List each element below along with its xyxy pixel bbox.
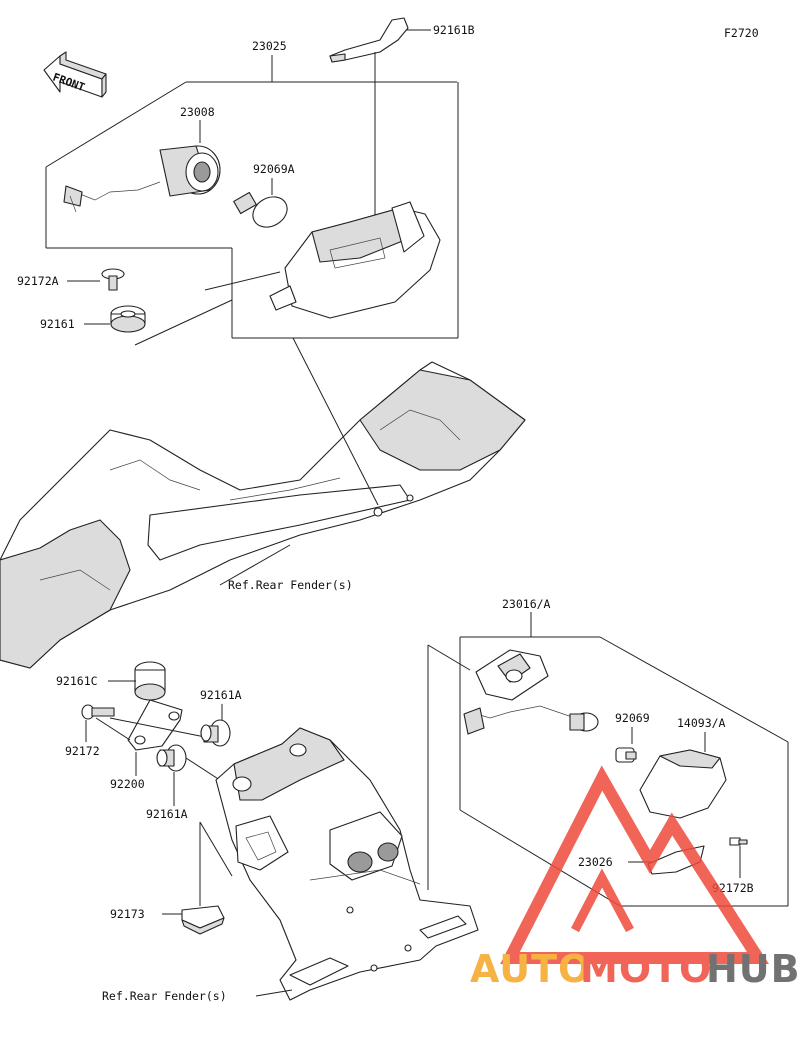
- collar-92161C: [134, 661, 166, 701]
- callout-92172A: 92172A: [17, 274, 59, 288]
- logo-auto: AUTO: [470, 947, 591, 991]
- callout-92200: 92200: [110, 777, 145, 791]
- logo-hub: HUB: [706, 947, 800, 991]
- figure-code: F2720: [724, 26, 759, 40]
- bulb-92069: [615, 747, 637, 763]
- callout-14093A: 14093/A: [677, 716, 726, 730]
- bolt-92172: [81, 704, 115, 720]
- callout-92161C: 92161C: [56, 674, 98, 688]
- logo-moto: MOTO: [580, 947, 712, 991]
- grommet-92161A-2: [156, 744, 187, 772]
- front-arrow-icon: FRONT: [43, 51, 107, 98]
- screw-92172A: [101, 268, 125, 291]
- pad-92173: [181, 905, 225, 935]
- ref-rear-fender-upper: Ref.Rear Fender(s): [228, 578, 353, 592]
- lens-14093A: [639, 749, 727, 819]
- socket-23008: [63, 145, 221, 213]
- callout-23026: 23026: [578, 855, 613, 869]
- grommet-92161: [110, 305, 146, 333]
- plate-92200: [127, 699, 183, 751]
- tail-light-assembly-frame: [45, 55, 459, 346]
- automotohub-logo: AUTO MOTO HUB: [470, 765, 800, 991]
- callout-23016A: 23016/A: [502, 597, 551, 611]
- ref-rear-fender-lower: Ref.Rear Fender(s): [102, 989, 227, 1003]
- callout-23008: 23008: [180, 105, 215, 119]
- bulb-92069A: [233, 191, 288, 228]
- callout-92173: 92173: [110, 907, 145, 921]
- callout-92161B: 92161B: [433, 23, 475, 37]
- bracket-92161B: [329, 17, 409, 238]
- license-light-holder: [463, 649, 599, 735]
- rear-fender-upper: [0, 361, 526, 669]
- callout-92161A-bottom: 92161A: [146, 807, 188, 821]
- callout-92069A: 92069A: [253, 162, 295, 176]
- license-plate-bracket: [215, 727, 479, 1001]
- callout-92161: 92161: [40, 317, 75, 331]
- callout-92161A-top: 92161A: [200, 688, 242, 702]
- callout-92069: 92069: [615, 711, 650, 725]
- grommet-92161A-1: [200, 719, 231, 747]
- tail-light-housing: [269, 201, 441, 319]
- callout-92172: 92172: [65, 744, 100, 758]
- callout-23025: 23025: [252, 39, 287, 53]
- screw-92172B: [729, 837, 748, 846]
